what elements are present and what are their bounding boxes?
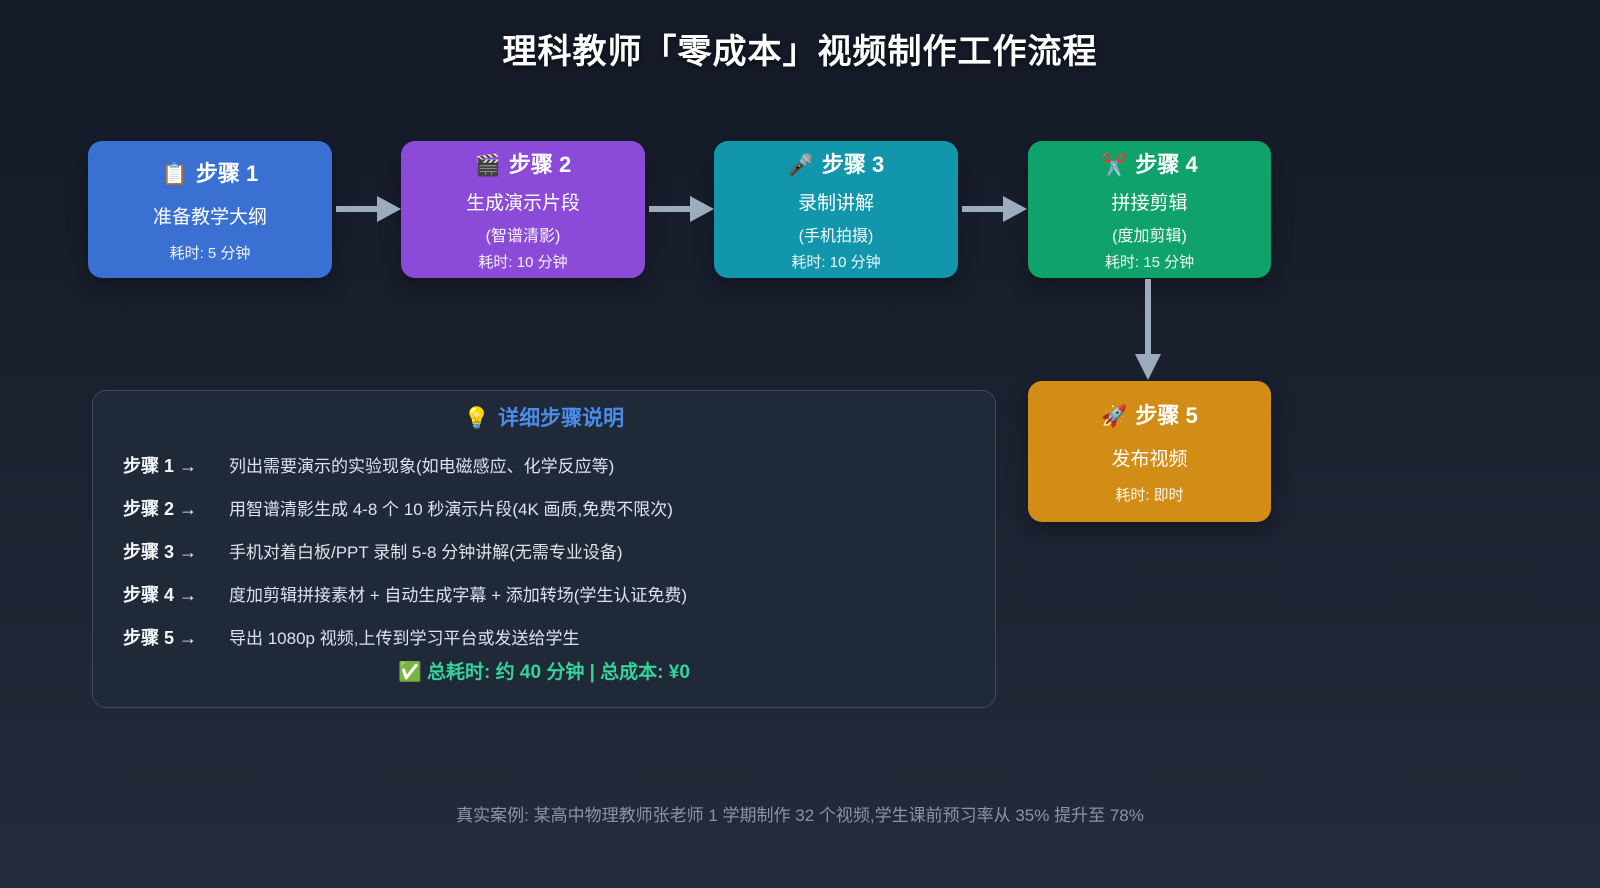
lightbulb-icon: 💡 — [463, 407, 491, 430]
step-2-time: 耗时: 10 分钟 — [478, 254, 568, 271]
arrow-step3-step4 — [962, 206, 1004, 212]
detail-row-3-label: 步骤 3 → — [123, 541, 198, 562]
detail-row-2-text: 用智谱清影生成 4-8 个 10 秒演示片段(4K 画质,免费不限次) — [229, 500, 673, 519]
detail-row-4-text: 度加剪辑拼接素材 + 自动生成字幕 + 添加转场(学生认证免费) — [229, 586, 688, 605]
step-3-tool: (手机拍摄) — [798, 228, 874, 245]
check-icon: ✅ — [398, 662, 422, 683]
arrow-step1-step2 — [336, 206, 378, 212]
detail-row-4-label: 步骤 4 → — [123, 584, 198, 605]
arrow-step4-step5-head — [1135, 354, 1161, 380]
step-4-time: 耗时: 15 分钟 — [1104, 254, 1195, 271]
step-1-name: 准备教学大纲 — [152, 207, 267, 228]
step-card-1: 📋 步骤 1 准备教学大纲 耗时: 5 分钟 — [88, 141, 332, 278]
total-summary-text: 总耗时: 约 40 分钟 | 总成本: ¥0 — [427, 662, 690, 683]
details-title-text: 详细步骤说明 — [498, 407, 625, 430]
step-5-label: 步骤 5 — [1135, 403, 1198, 428]
step-3-name: 录制讲解 — [797, 193, 874, 214]
detail-row-3-text: 手机对着白板/PPT 录制 5-8 分钟讲解(无需专业设备) — [229, 543, 623, 562]
step-1-label: 步骤 1 — [195, 161, 259, 186]
details-panel-title: 💡 详细步骤说明 — [93, 405, 995, 433]
step-4-title: ✂️ 步骤 4 — [1101, 147, 1198, 179]
step-3-time: 耗时: 10 分钟 — [791, 254, 881, 271]
step-4-label: 步骤 4 — [1135, 152, 1198, 177]
scissors-icon: ✂️ — [1101, 154, 1128, 177]
step-card-4: ✂️ 步骤 4 拼接剪辑 (度加剪辑) 耗时: 15 分钟 — [1028, 141, 1271, 278]
detail-row-1-label: 步骤 1 → — [123, 455, 198, 476]
step-3-label: 步骤 3 — [821, 152, 885, 177]
step-1-title: 📋 步骤 1 — [162, 156, 259, 188]
detail-row-5: 步骤 5 → 导出 1080p 视频,上传到学习平台或发送给学生 — [93, 615, 995, 658]
detail-row-2-label: 步骤 2 → — [123, 498, 198, 519]
step-5-name: 发布视频 — [1111, 449, 1188, 470]
arrow-step2-step3-head — [690, 196, 714, 222]
step-2-label: 步骤 2 — [508, 152, 572, 177]
step-2-name: 生成演示片段 — [465, 193, 580, 214]
detail-row-4: 步骤 4 → 度加剪辑拼接素材 + 自动生成字幕 + 添加转场(学生认证免费) — [93, 572, 995, 615]
page-title: 理科教师「零成本」视频制作工作流程 — [502, 33, 1098, 71]
detail-row-5-text: 导出 1080p 视频,上传到学习平台或发送给学生 — [229, 629, 580, 648]
details-panel: 💡 详细步骤说明 步骤 1 → 列出需要演示的实验现象(如电磁感应、化学反应等) … — [92, 390, 996, 708]
arrow-step3-step4-head — [1003, 196, 1027, 222]
detail-row-1-text: 列出需要演示的实验现象(如电磁感应、化学反应等) — [229, 457, 615, 476]
step-4-tool: (度加剪辑) — [1112, 228, 1187, 245]
step-5-time: 耗时: 即时 — [1115, 487, 1184, 504]
arrow-step1-step2-head — [377, 196, 401, 222]
rocket-icon: 🚀 — [1101, 405, 1128, 428]
microphone-icon: 🎤 — [787, 154, 814, 177]
step-4-name: 拼接剪辑 — [1111, 193, 1188, 214]
detail-row-2: 步骤 2 → 用智谱清影生成 4-8 个 10 秒演示片段(4K 画质,免费不限… — [93, 486, 995, 529]
details-list: 步骤 1 → 列出需要演示的实验现象(如电磁感应、化学反应等) 步骤 2 → 用… — [93, 443, 995, 658]
step-3-title: 🎤 步骤 3 — [788, 147, 885, 179]
total-summary: ✅ 总耗时: 约 40 分钟 | 总成本: ¥0 — [93, 660, 995, 686]
step-1-time: 耗时: 5 分钟 — [169, 245, 251, 262]
step-5-title: 🚀 步骤 5 — [1101, 398, 1198, 430]
step-card-3: 🎤 步骤 3 录制讲解 (手机拍摄) 耗时: 10 分钟 — [714, 141, 958, 278]
step-card-2: 🎬 步骤 2 生成演示片段 (智谱清影) 耗时: 10 分钟 — [401, 141, 645, 278]
arrow-step2-step3 — [649, 206, 691, 212]
clapperboard-icon: 🎬 — [474, 154, 501, 177]
step-card-5: 🚀 步骤 5 发布视频 耗时: 即时 — [1028, 381, 1271, 522]
detail-row-3: 步骤 3 → 手机对着白板/PPT 录制 5-8 分钟讲解(无需专业设备) — [93, 529, 995, 572]
footer-case-note: 真实案例: 某高中物理教师张老师 1 学期制作 32 个视频,学生课前预习率从 … — [456, 806, 1144, 825]
detail-row-1: 步骤 1 → 列出需要演示的实验现象(如电磁感应、化学反应等) — [93, 443, 995, 486]
step-2-title: 🎬 步骤 2 — [475, 147, 572, 179]
detail-row-5-label: 步骤 5 → — [123, 627, 198, 648]
clipboard-icon: 📋 — [161, 163, 188, 186]
arrow-step4-step5 — [1145, 279, 1151, 355]
step-2-tool: (智谱清影) — [485, 228, 561, 245]
